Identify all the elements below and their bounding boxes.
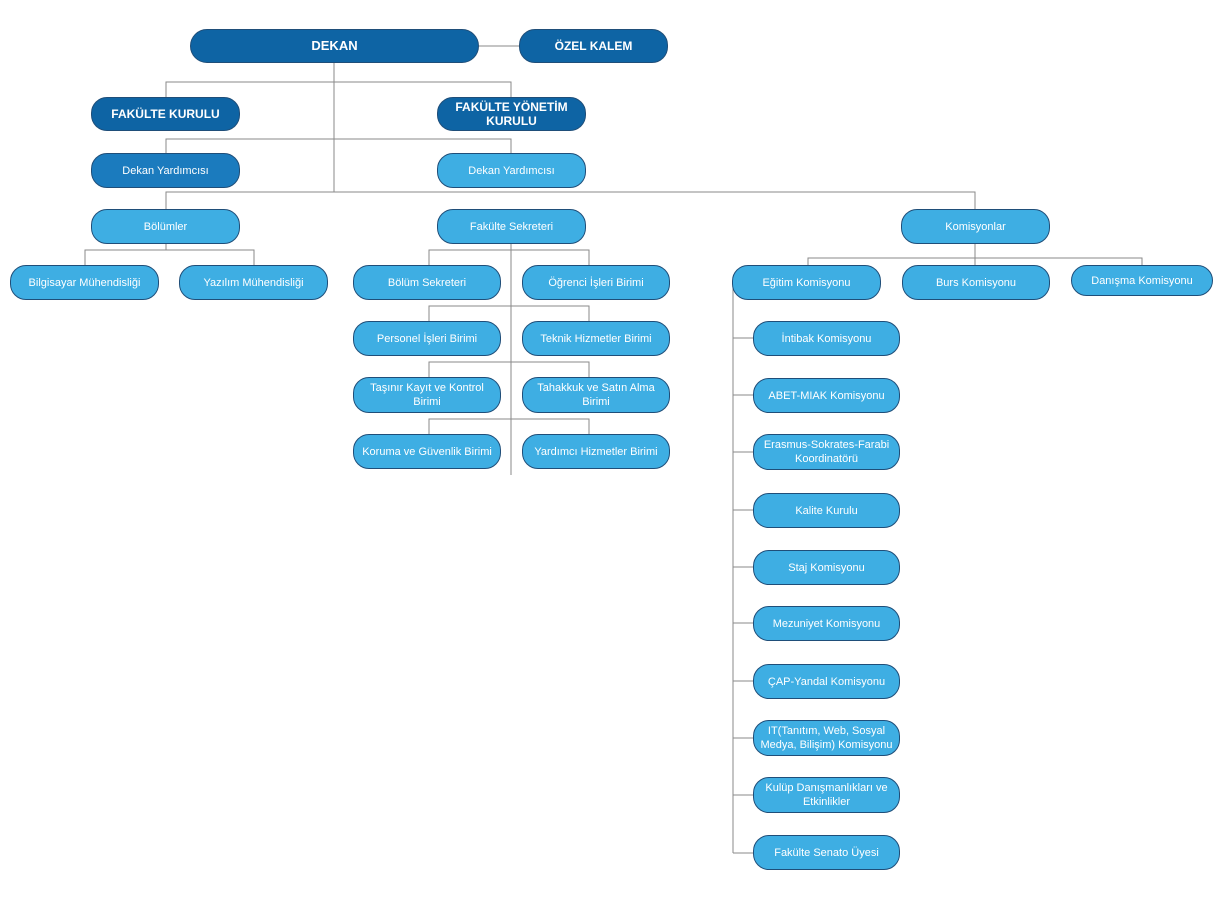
ozel-kalem-node[interactable]: ÖZEL KALEM (519, 29, 668, 63)
kulup-danismanliklari-ve-etkinlikler-node[interactable]: Kulüp Danışmanlıkları ve Etkinlikler (753, 777, 900, 813)
yardimci-hizmetler-birimi-node[interactable]: Yardımcı Hizmetler Birimi (522, 434, 670, 469)
koruma-ve-guvenlik-birimi-node[interactable]: Koruma ve Güvenlik Birimi (353, 434, 501, 469)
kalite-kurulu-node[interactable]: Kalite Kurulu (753, 493, 900, 528)
tasinir-kayit-ve-kontrol-birimi-node[interactable]: Taşınır Kayıt ve Kontrol Birimi (353, 377, 501, 413)
egitim-komisyonu-node[interactable]: Eğitim Komisyonu (732, 265, 881, 300)
dekan-yardimcisi-node-2[interactable]: Dekan Yardımcısı (437, 153, 586, 188)
dekan-yardimcisi-node-1[interactable]: Dekan Yardımcısı (91, 153, 240, 188)
ogrenci-isleri-birimi-node[interactable]: Öğrenci İşleri Birimi (522, 265, 670, 300)
yazilim-muhendisligi-node[interactable]: Yazılım Mühendisliği (179, 265, 328, 300)
komisyonlar-node[interactable]: Komisyonlar (901, 209, 1050, 244)
personel-isleri-birimi-node[interactable]: Personel İşleri Birimi (353, 321, 501, 356)
fakulte-senato-uyesi-node[interactable]: Fakülte Senato Üyesi (753, 835, 900, 870)
fakulte-kurulu-node[interactable]: FAKÜLTE KURULU (91, 97, 240, 131)
dekan-node[interactable]: DEKAN (190, 29, 479, 63)
tahakkuk-ve-satin-alma-birimi-node[interactable]: Tahakkuk ve Satın Alma Birimi (522, 377, 670, 413)
teknik-hizmetler-birimi-node[interactable]: Teknik Hizmetler Birimi (522, 321, 670, 356)
staj-komisyonu-node[interactable]: Staj Komisyonu (753, 550, 900, 585)
cap-yandal-komisyonu-node[interactable]: ÇAP-Yandal Komisyonu (753, 664, 900, 699)
mezuniyet-komisyonu-node[interactable]: Mezuniyet Komisyonu (753, 606, 900, 641)
it-komisyonu-node[interactable]: IT(Tanıtım, Web, Sosyal Medya, Bilişim) … (753, 720, 900, 756)
fakulte-sekreteri-node[interactable]: Fakülte Sekreteri (437, 209, 586, 244)
danisma-komisyonu-node[interactable]: Danışma Komisyonu (1071, 265, 1213, 296)
burs-komisyonu-node[interactable]: Burs Komisyonu (902, 265, 1050, 300)
bolum-sekreteri-node[interactable]: Bölüm Sekreteri (353, 265, 501, 300)
intibak-komisyonu-node[interactable]: İntibak Komisyonu (753, 321, 900, 356)
bilgisayar-muhendisligi-node[interactable]: Bilgisayar Mühendisliği (10, 265, 159, 300)
bolumler-node[interactable]: Bölümler (91, 209, 240, 244)
fakulte-yonetim-kurulu-node[interactable]: FAKÜLTE YÖNETİM KURULU (437, 97, 586, 131)
erasmus-sokrates-farabi-koordinatoru-node[interactable]: Erasmus-Sokrates-Farabi Koordinatörü (753, 434, 900, 470)
abet-miak-komisyonu-node[interactable]: ABET-MIAK Komisyonu (753, 378, 900, 413)
